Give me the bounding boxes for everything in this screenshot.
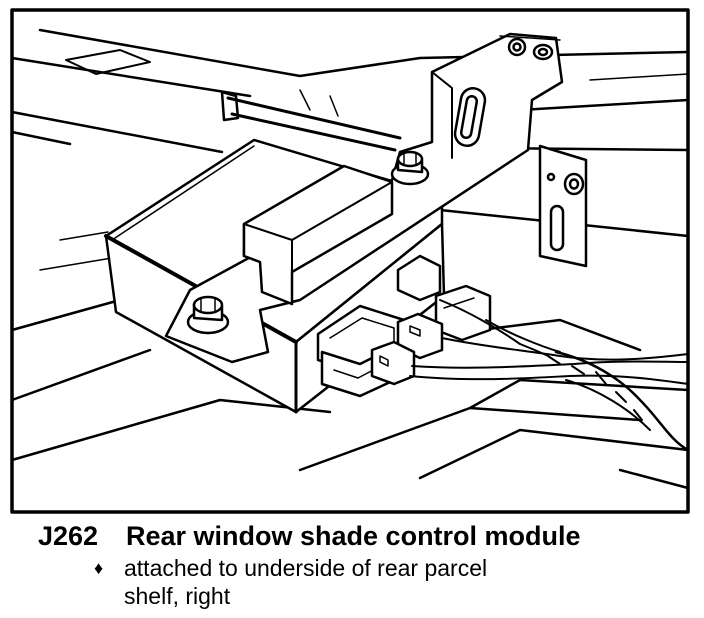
- diamond-bullet-icon: ♦: [94, 558, 104, 578]
- component-title: Rear window shade control module: [126, 521, 581, 551]
- caption-bullet-item: ♦ attached to underside of rear parcel s…: [94, 554, 698, 610]
- component-code: J262: [38, 521, 99, 551]
- side-bracket: [538, 144, 588, 268]
- illustration-frame: [10, 8, 690, 514]
- location-detail-line-2: shelf, right: [124, 583, 231, 609]
- electrical-connectors: [316, 254, 492, 398]
- figure-caption: J262 Rear window shade control module ♦ a…: [38, 520, 698, 610]
- wiring-harness: [409, 299, 690, 452]
- location-detail-line-1: attached to underside of rear parcel: [124, 555, 488, 581]
- mounting-bolt-upper: [390, 150, 430, 186]
- bracket-raised-block: [242, 164, 394, 306]
- component-illustration: [10, 8, 690, 514]
- caption-title-row: J262 Rear window shade control module: [38, 520, 698, 552]
- mounting-bolt-lower: [186, 295, 230, 335]
